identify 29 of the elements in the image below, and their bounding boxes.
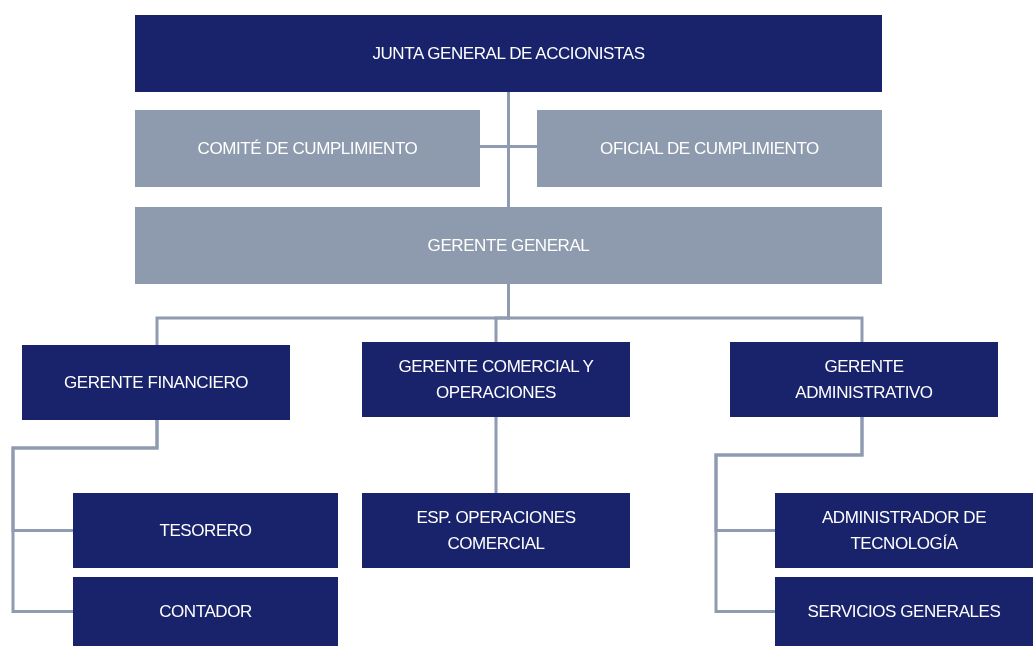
- org-box: [73, 577, 338, 646]
- role-title: GERENTE FINANCIERO: [63, 371, 249, 394]
- role-title: CONTADOR: [159, 600, 252, 623]
- org-box: [362, 493, 630, 568]
- org-box: [22, 345, 290, 420]
- role-title: SERVICIOS GENERALES: [807, 600, 1001, 623]
- connector-line: [714, 417, 864, 613]
- org-box: [775, 493, 1033, 568]
- role-title: OFICIAL DE CUMPLIMIENTO: [600, 137, 819, 160]
- connector-line: [11, 420, 159, 613]
- org-box: [135, 110, 480, 187]
- role-title: GERENTE GENERAL: [427, 234, 590, 257]
- connector-line: [507, 92, 537, 148]
- org-box: [537, 110, 882, 187]
- role-title: GERENTE ADMINISTRATIVO: [794, 355, 934, 404]
- org-box: [135, 207, 882, 284]
- org-box: [362, 342, 630, 417]
- role-title: TESORERO: [159, 519, 252, 542]
- connector-line: [507, 284, 864, 342]
- role-title: COMITÉ DE CUMPLIMIENTO: [197, 137, 418, 160]
- org-box: [73, 493, 338, 568]
- org-box: [730, 342, 998, 417]
- org-box: [135, 15, 882, 92]
- role-title: ADMINISTRADOR DE TECNOLOGÍA: [820, 506, 988, 555]
- role-title: ESP. OPERACIONES COMERCIAL: [415, 506, 577, 555]
- role-title: GERENTE COMERCIAL Y OPERACIONES: [397, 355, 595, 404]
- connector-line: [494, 417, 498, 493]
- org-box: [775, 577, 1033, 646]
- role-title: JUNTA GENERAL DE ACCIONISTAS: [372, 42, 645, 65]
